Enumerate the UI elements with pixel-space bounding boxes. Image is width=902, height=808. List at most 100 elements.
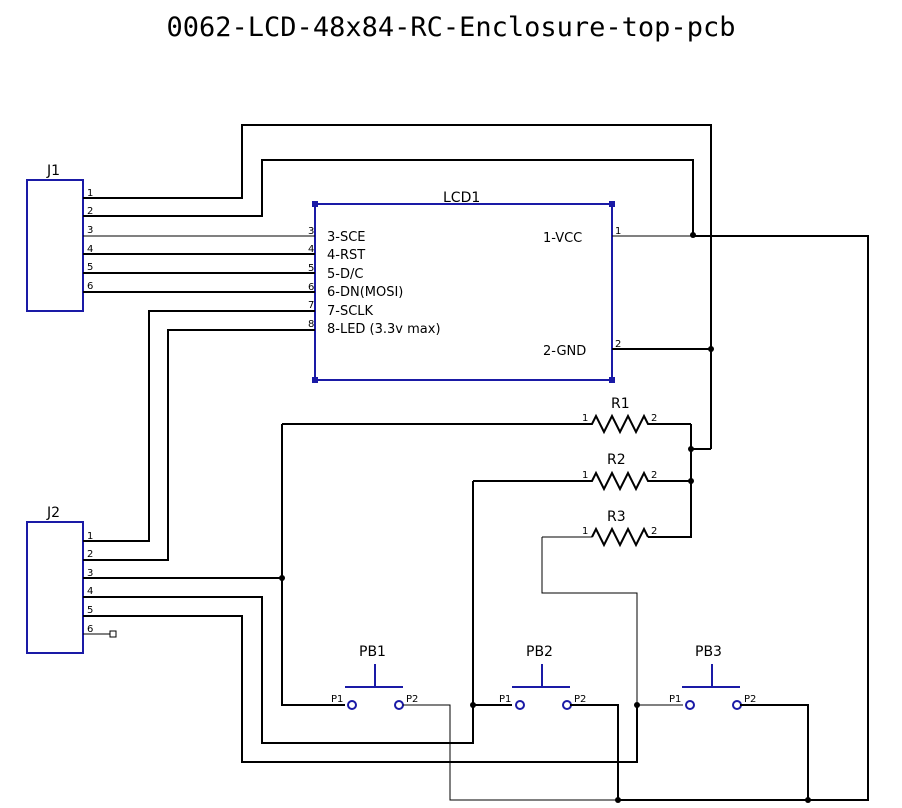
junction-dot: [690, 232, 696, 238]
wire: [83, 124, 712, 449]
junction-dot: [805, 797, 811, 803]
vcc-wire: [693, 235, 869, 801]
lcd1-ref: LCD1: [443, 190, 480, 206]
wire: [83, 310, 315, 542]
j1-ref: J1: [46, 163, 60, 179]
j1-pin-4: 4: [87, 244, 93, 255]
j1-pin-3: 3: [87, 225, 93, 236]
lcd1-vcc-label: 1-VCC: [543, 231, 582, 246]
pushbutton-pb3: PB3 P1 P2: [669, 644, 756, 710]
j1-body: [26, 179, 84, 312]
junction-dot: [708, 346, 714, 352]
j2-pin-6: 6: [87, 624, 93, 635]
r1-pin-1: 1: [582, 413, 588, 424]
pb1-p2: P2: [406, 694, 418, 705]
wire: [403, 704, 618, 801]
lcd1-pin-label: 4-RST: [327, 248, 365, 263]
lcd1-pin-label: 3-SCE: [327, 230, 366, 245]
j2-pin-5: 5: [87, 605, 93, 616]
lcd1-module: LCD1 3 4 5 6 7 8 3-SCE 4-RST 5-D/C 6-DN(…: [308, 190, 621, 383]
r3-pin-2: 2: [651, 526, 657, 537]
resistor-r2: R2 1 2: [473, 452, 691, 492]
pb2-contact: [515, 700, 525, 710]
pb3-p2: P2: [744, 694, 756, 705]
lcd1-pin-label: 6-DN(MOSI): [327, 285, 403, 300]
pushbutton-pb2: PB2 P1 P2: [499, 644, 586, 710]
lcd1-pin-num: 6: [308, 282, 314, 293]
power-nets: [612, 235, 869, 801]
r2-ref: R2: [607, 452, 626, 468]
j2-pin-1: 1: [87, 531, 93, 542]
lcd1-pin-num: 3: [308, 226, 314, 237]
wire: [83, 615, 638, 763]
j2-pin-3: 3: [87, 568, 93, 579]
wire: [570, 704, 619, 800]
j1-pin-2: 2: [87, 206, 93, 217]
pb2-ref: PB2: [526, 644, 553, 660]
lcd1-pin-label: 7-SCLK: [327, 304, 374, 319]
wires-j2: [83, 310, 638, 763]
lcd1-pin-num: 4: [308, 244, 314, 255]
pb2-contact: [562, 700, 572, 710]
wires-j1: [83, 124, 712, 449]
pb3-contact: [732, 700, 742, 710]
r3-pin-1: 1: [582, 526, 588, 537]
wire: [472, 481, 512, 706]
pb3-ref: PB3: [695, 644, 722, 660]
junction-dot: [634, 702, 640, 708]
j1-pin-1: 1: [87, 188, 93, 199]
pb2-p2: P2: [574, 694, 586, 705]
j1-pin-5: 5: [87, 262, 93, 273]
j1-pin-6: 6: [87, 281, 93, 292]
lcd1-pin-num: 7: [308, 300, 314, 311]
wire: [541, 537, 683, 706]
no-connect-marker: [109, 630, 117, 638]
lcd1-pin-num: 8: [308, 319, 314, 330]
pb3-contact: [685, 700, 695, 710]
lcd1-corner-marker: [312, 201, 318, 207]
schematic-title: 0062-LCD-48x84-RC-Enclosure-top-pcb: [166, 12, 736, 43]
lcd1-corner-marker: [609, 377, 615, 383]
resistor-bus-wire: [648, 424, 692, 538]
r1-pin-2: 2: [651, 413, 657, 424]
junction-dot: [470, 702, 476, 708]
j2-ref: J2: [46, 505, 60, 521]
wire: [281, 424, 345, 706]
pb1-contact: [347, 700, 357, 710]
pb1-p1: P1: [331, 694, 343, 705]
r2-pin-2: 2: [651, 470, 657, 481]
junction-dot: [688, 446, 694, 452]
lcd1-pin-num: 5: [308, 263, 314, 274]
pb1-contact: [394, 700, 404, 710]
j2-pin-4: 4: [87, 586, 93, 597]
lcd1-gnd-label: 2-GND: [543, 344, 586, 359]
resistor-r1: R1 1 2: [282, 396, 691, 435]
junctions: [279, 232, 811, 803]
j2-pin-2: 2: [87, 549, 93, 560]
r2-pin-1: 1: [582, 470, 588, 481]
j2-body: [26, 521, 84, 654]
resistor-r3: R3 1 2: [542, 509, 657, 548]
connector-j1: J1 1 2 3 4 5 6: [26, 163, 93, 312]
pb3-p1: P1: [669, 694, 681, 705]
junction-dot: [279, 575, 285, 581]
r3-zigzag: [591, 526, 649, 548]
r1-ref: R1: [611, 396, 630, 412]
lcd1-pin-label: 8-LED (3.3v max): [327, 322, 441, 337]
lcd1-pin-num: 1: [615, 226, 621, 237]
lcd1-pin-num: 2: [615, 339, 621, 350]
junction-dot: [615, 797, 621, 803]
wire: [83, 596, 474, 744]
junction-dot: [688, 478, 694, 484]
wire: [83, 159, 694, 235]
lcd1-corner-marker: [609, 201, 615, 207]
wire: [740, 704, 809, 800]
connector-j2: J2 1 2 3 4 5 6: [26, 505, 93, 654]
r3-ref: R3: [607, 509, 626, 525]
r2-zigzag: [473, 470, 691, 492]
r1-zigzag: [282, 413, 691, 435]
lcd1-pin-label: 5-D/C: [327, 267, 363, 282]
pb1-ref: PB1: [359, 644, 386, 660]
pushbutton-pb1: PB1 P1 P2: [331, 644, 418, 710]
